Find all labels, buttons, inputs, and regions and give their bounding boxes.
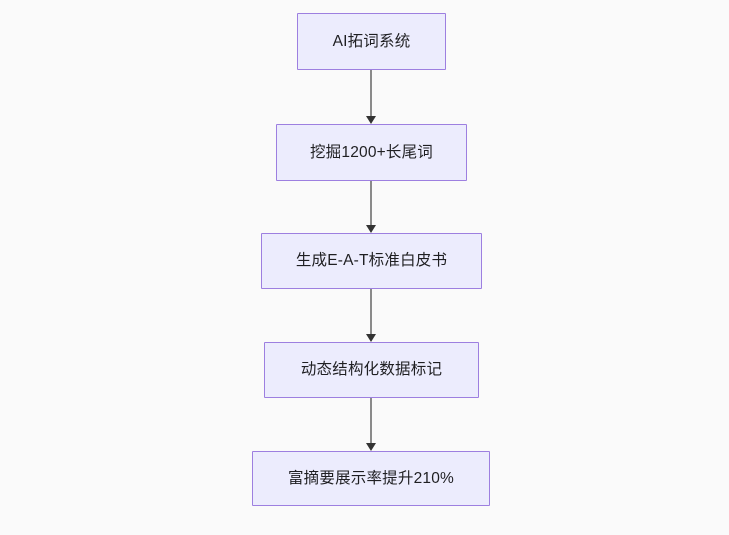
arrowhead-icon <box>365 443 376 451</box>
flow-node-ai-keyword-system[interactable]: AI拓词系统 <box>297 13 446 70</box>
flow-node-rich-snippet-rate-increase[interactable]: 富摘要展示率提升210% <box>252 451 490 506</box>
edge-line <box>370 398 372 443</box>
flow-node-generate-eat-whitepaper[interactable]: 生成E-A-T标准白皮书 <box>261 233 482 289</box>
edge-line <box>370 289 372 334</box>
edge-line <box>370 70 372 116</box>
flow-node-label: 富摘要展示率提升210% <box>287 469 455 487</box>
arrowhead-icon <box>365 225 376 233</box>
flow-node-label: 动态结构化数据标记 <box>300 361 443 379</box>
flow-node-mine-longtail-keywords[interactable]: 挖掘1200+长尾词 <box>276 124 467 181</box>
flow-node-label: 挖掘1200+长尾词 <box>309 143 434 161</box>
edge-line <box>370 181 372 225</box>
flow-node-dynamic-structured-data-markup[interactable]: 动态结构化数据标记 <box>264 342 479 398</box>
arrowhead-icon <box>365 116 376 124</box>
arrowhead-icon <box>365 334 376 342</box>
flow-node-label: AI拓词系统 <box>332 32 411 50</box>
flow-node-label: 生成E-A-T标准白皮书 <box>295 252 448 270</box>
